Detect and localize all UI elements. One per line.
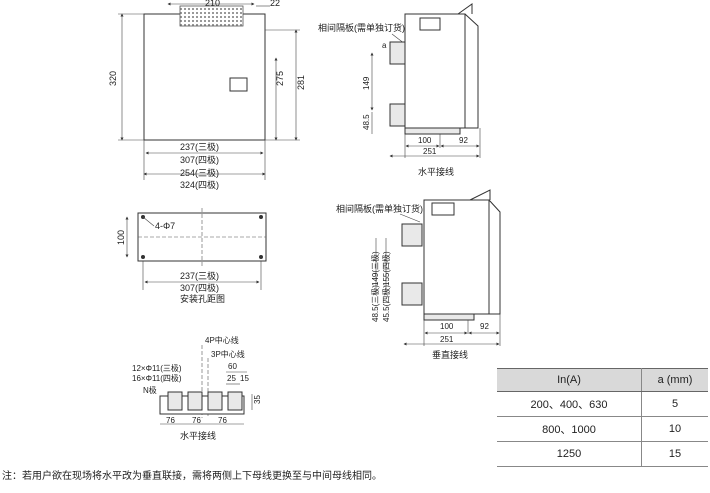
front-view: 210 22 320 275 281 237(三极) 307(四极) 254(三… — [108, 0, 306, 190]
dim-92-v: 92 — [480, 322, 489, 331]
dim-15: 15 — [240, 374, 249, 383]
partition-label-v: 相间隔板(需单独订货) — [336, 203, 423, 214]
side-view-vertical: 相间隔板(需单独订货) 149(三极) 155(四极) 48.5(三极) 45.… — [336, 189, 501, 360]
label-3p: 3P中心线 — [211, 349, 245, 359]
width-254: 254(三极) — [180, 167, 219, 178]
dim-275: 275 — [275, 71, 285, 86]
dim-48-5-3p: 48.5(三极) — [370, 285, 380, 322]
cell-a: 5 — [641, 391, 708, 417]
front-window — [229, 77, 248, 92]
cell-a: 15 — [641, 441, 708, 467]
dim-76-a: 76 — [166, 416, 175, 425]
partition-label: 相间隔板(需单独订货) — [318, 22, 405, 33]
bus-terminal — [227, 391, 243, 411]
bus-terminal — [167, 391, 183, 411]
cell-current: 200、400、630 — [497, 391, 642, 417]
width-237: 237(三极) — [180, 141, 219, 152]
label-n: N极 — [143, 385, 157, 395]
dim-92-h: 92 — [459, 136, 468, 145]
dim-251-v: 251 — [440, 335, 454, 344]
holes-label: 4-Φ7 — [155, 221, 175, 231]
dim-22: 22 — [270, 0, 280, 8]
dim-155-4p: 155(四极) — [381, 251, 391, 286]
dim-100-v: 100 — [440, 322, 454, 331]
cell-current: 1250 — [497, 441, 642, 467]
bus-terminal — [187, 391, 203, 411]
dim-149-3p: 149(三极) — [370, 251, 380, 286]
footnote: 注：若用户欲在现场将水平改为垂直联接，需将两侧上下母线更换至与中间母线相同。 — [2, 471, 382, 482]
caption-horizontal: 水平接线 — [418, 166, 454, 177]
table-header-row: In(A) a (mm) — [497, 368, 708, 392]
mount-view: 100 4-Φ7 237(三极) 307(四极) 安装孔距图 — [116, 208, 267, 304]
lower-terminal-v — [401, 282, 423, 306]
width-307: 307(四极) — [180, 154, 219, 165]
dim-149: 149 — [362, 76, 371, 90]
dim-45-5-4p: 45.5(四极) — [381, 285, 391, 322]
mount-hole — [259, 215, 263, 219]
dim-281: 281 — [296, 75, 306, 90]
dim-76-c: 76 — [218, 416, 227, 425]
table-row: 1250 15 — [497, 441, 708, 467]
bus-view: 4P中心线 3P中心线 12×Φ11(三极) 16×Φ11(四极) N极 60 … — [132, 335, 262, 441]
label-4pole: 16×Φ11(四极) — [132, 373, 182, 383]
front-body — [143, 13, 266, 141]
mount-width-307: 307(四极) — [180, 282, 219, 293]
label-4p: 4P中心线 — [205, 335, 239, 345]
mount-hole — [259, 255, 263, 259]
dim-251-h: 251 — [423, 147, 437, 156]
dim-a: a — [382, 41, 387, 50]
bus-terminal — [207, 391, 223, 411]
mount-hole — [141, 255, 145, 259]
dim-100: 100 — [116, 230, 126, 245]
dim-320: 320 — [108, 71, 118, 86]
mount-width-237: 237(三极) — [180, 270, 219, 281]
dim-60: 60 — [228, 362, 237, 371]
dim-210: 210 — [205, 0, 220, 8]
label-3pole: 12×Φ11(三极) — [132, 363, 182, 373]
header-a: a (mm) — [641, 368, 708, 392]
vent-grill — [179, 5, 244, 27]
lower-terminal — [389, 103, 406, 127]
dim-35: 35 — [253, 395, 262, 404]
bus-caption: 水平接线 — [180, 430, 216, 441]
dim-100-h: 100 — [418, 136, 432, 145]
upper-terminal — [389, 41, 406, 65]
side-body-v — [423, 199, 490, 315]
table-row: 800、1000 10 — [497, 416, 708, 442]
upper-terminal-v — [401, 223, 423, 247]
cell-a: 10 — [641, 416, 708, 442]
caption-vertical: 垂直接线 — [432, 349, 468, 360]
rating-table: In(A) a (mm) 200、400、630 5 800、1000 10 1… — [497, 368, 708, 467]
header-in: In(A) — [497, 368, 642, 392]
side-view-horizontal: 相间隔板(需单独订货) a 149 48.5 100 92 251 水平接线 — [318, 3, 481, 177]
mount-caption: 安装孔距图 — [180, 293, 225, 304]
dim-48-5: 48.5 — [362, 114, 371, 130]
table-row: 200、400、630 5 — [497, 391, 708, 417]
width-324: 324(四极) — [180, 179, 219, 190]
cell-current: 800、1000 — [497, 416, 642, 442]
dim-25: 25 — [227, 374, 236, 383]
side-body — [404, 13, 466, 129]
dim-76-b: 76 — [192, 416, 201, 425]
